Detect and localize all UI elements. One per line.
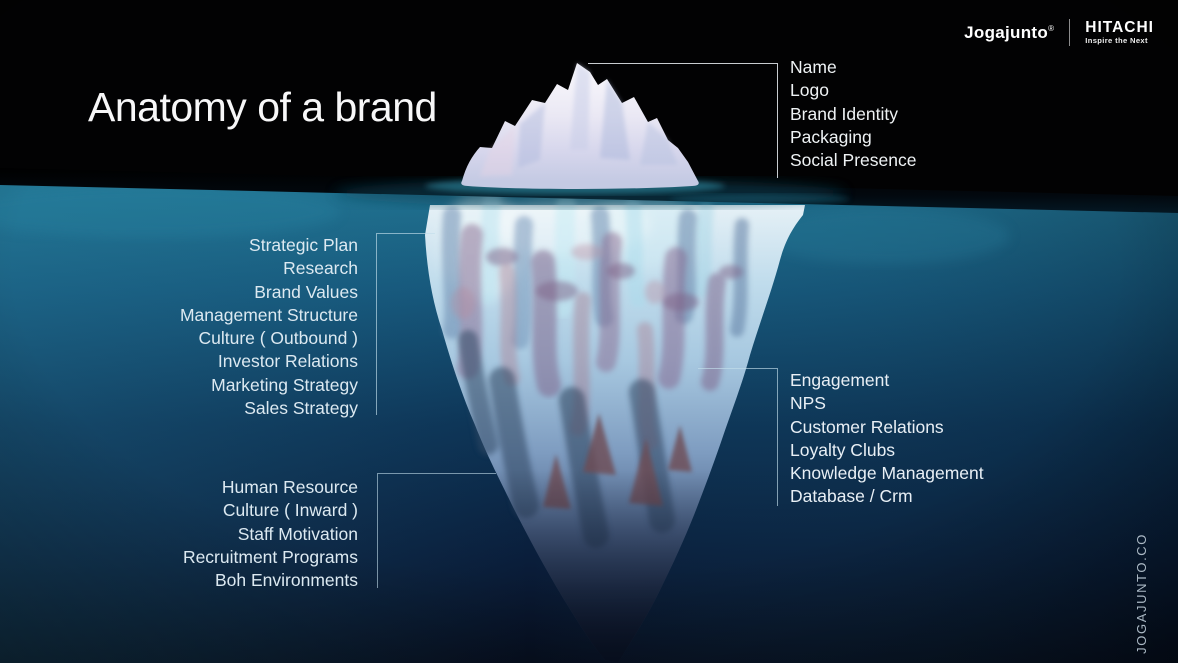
label-item: Database / Crm: [790, 486, 913, 507]
below-water-left-top-list: Strategic Plan Research Brand Values Man…: [28, 234, 358, 420]
label-item: NPS: [790, 393, 826, 414]
watermark-url: JOGAJUNTO.CO: [1134, 533, 1149, 654]
below-water-right-list: Engagement NPS Customer Relations Loyalt…: [790, 369, 984, 509]
label-item: Knowledge Management: [790, 463, 984, 484]
bracket-right: [698, 368, 778, 506]
hitachi-wordmark: HITACHI: [1085, 18, 1154, 36]
hitachi-tagline: Inspire the Next: [1085, 36, 1148, 46]
above-water-list: Name Logo Brand Identity Packaging Socia…: [790, 56, 916, 172]
logo-divider: [1069, 19, 1071, 46]
label-item: Logo: [790, 80, 829, 101]
brand-bar: Jogajunto® HITACHI Inspire the Next: [964, 19, 1154, 46]
label-item: Social Presence: [790, 150, 917, 171]
label-item: Management Structure: [179, 304, 358, 325]
below-water-left-bottom-list: Human Resource Culture ( Inward ) Staff …: [28, 476, 358, 592]
label-item: Loyalty Clubs: [790, 439, 896, 460]
label-item: Sales Strategy: [244, 398, 358, 419]
label-item: Boh Environments: [215, 570, 358, 591]
label-item: Brand Values: [254, 281, 358, 302]
hitachi-logo: HITACHI Inspire the Next: [1085, 20, 1154, 45]
bracket-left-top: [376, 233, 435, 415]
registered-mark-icon: ®: [1048, 23, 1055, 33]
label-item: Engagement: [790, 370, 890, 390]
label-item: Strategic Plan: [249, 235, 358, 255]
label-item: Packaging: [790, 126, 872, 147]
bracket-above-water: [588, 63, 778, 178]
jogajunto-wordmark: Jogajunto: [964, 22, 1049, 42]
label-item: Name: [790, 57, 837, 77]
label-item: Recruitment Programs: [182, 546, 358, 567]
label-item: Staff Motivation: [237, 523, 358, 544]
label-item: Investor Relations: [217, 351, 358, 372]
label-item: Human Resource: [221, 477, 358, 497]
label-item: Marketing Strategy: [211, 374, 358, 395]
page-title: Anatomy of a brand: [88, 84, 437, 130]
label-item: Brand Identity: [790, 103, 898, 124]
label-item: Research: [283, 258, 358, 279]
jogajunto-logo: Jogajunto®: [964, 23, 1054, 43]
label-item: Culture ( Outbound ): [198, 328, 358, 349]
bracket-left-bottom: [377, 473, 496, 588]
label-item: Culture ( Inward ): [222, 500, 358, 521]
label-item: Customer Relations: [790, 416, 944, 437]
